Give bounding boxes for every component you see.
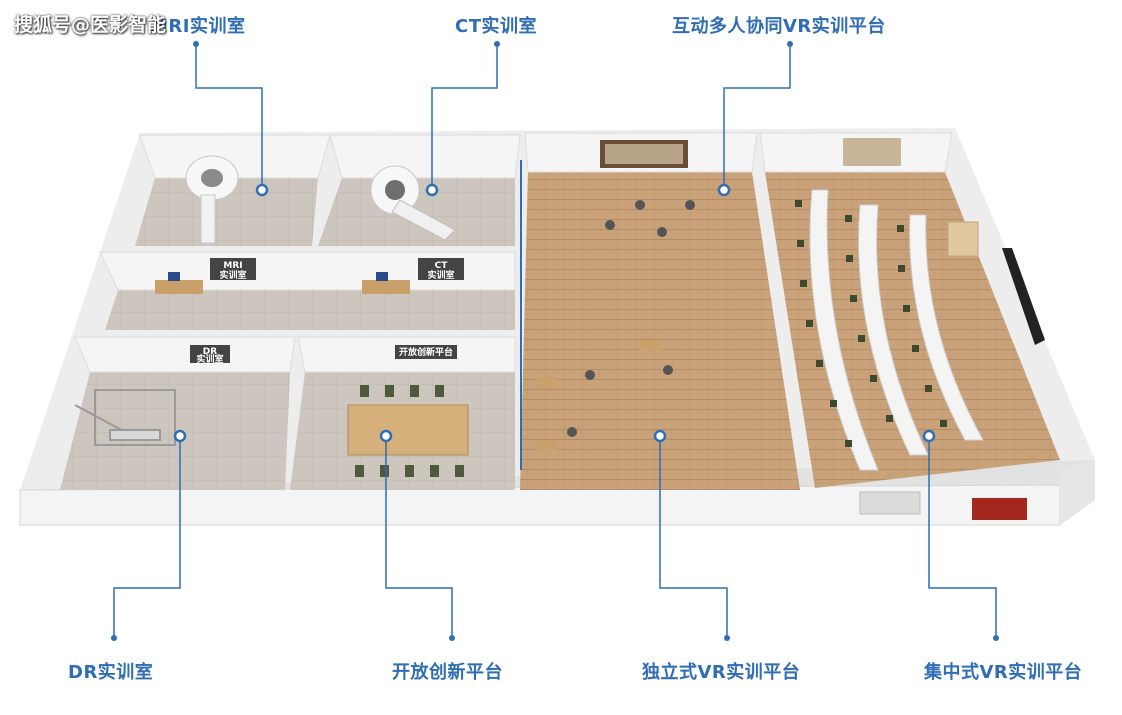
control-corridor: MRI 实训室 CT 实训室 [99,251,516,330]
ct-room [318,134,521,246]
dr-sign [190,345,230,363]
mri-sign-top: MRI [223,261,242,271]
curved-desks [809,189,984,471]
watermark: 搜狐号@医影智能 [14,14,167,36]
wall-display [1002,248,1045,345]
mri-callout-line [195,44,263,190]
ct-sign [418,258,464,280]
innovation-sign [395,345,457,359]
ct-sign-top: CT [435,261,449,271]
centralized-vr-room [759,132,1095,525]
innovation-tables [347,385,469,477]
ct-sign-bottom: 实训室 [427,269,454,281]
callout-markers [111,41,999,641]
innovation-label: 开放创新平台 [392,662,503,683]
dr-room: DR 实训室 [60,336,296,490]
window [843,138,901,166]
callout-lines [113,44,997,638]
vr-stations [537,340,662,450]
vr-standalone-label: 独立式VR实训平台 [642,662,801,683]
innovation-marker [379,429,393,443]
vr-users [567,200,695,437]
vr-standalone-marker [653,429,667,443]
dr-marker [173,429,187,443]
door [859,491,921,515]
ct-marker [425,183,439,197]
vr-collab-label: 互动多人协同VR实训平台 [672,16,886,37]
vr-standalone-callout-line [659,436,728,638]
ct-scanner [370,165,456,241]
vr-collab-marker [717,183,731,197]
innovation-sign-text: 开放创新平台 [399,346,453,358]
ct-callout-line [431,44,498,190]
dr-sign-top: DR [203,347,217,357]
mri-marker [255,183,269,197]
red-panel [972,498,1027,520]
vr-centralized-marker [922,429,936,443]
desk-chairs [795,200,947,447]
vr-centralized-callout-line [928,436,997,638]
mri-sign-bottom: 实训室 [219,269,246,281]
lectern [947,221,979,257]
vr-centralized-label: 集中式VR实训平台 [924,662,1083,683]
mri-room [135,134,331,246]
mri-scanner [185,155,239,244]
vr-collab-callout-line [723,44,791,190]
ct-room-label: CT实训室 [455,16,537,37]
control-desk [362,280,410,294]
vr-hall [520,132,800,490]
mri-sign [210,258,256,280]
dr-room-label: DR实训室 [68,662,154,683]
innovation-callout-line [385,436,453,638]
innovation-room: 开放创新平台 [290,336,516,490]
dr-equipment [74,389,176,446]
mri-room-label: MRI实训室 [150,16,246,37]
dr-sign-bottom: 实训室 [196,353,223,365]
dr-callout-line [113,436,181,638]
control-desk [155,280,203,294]
